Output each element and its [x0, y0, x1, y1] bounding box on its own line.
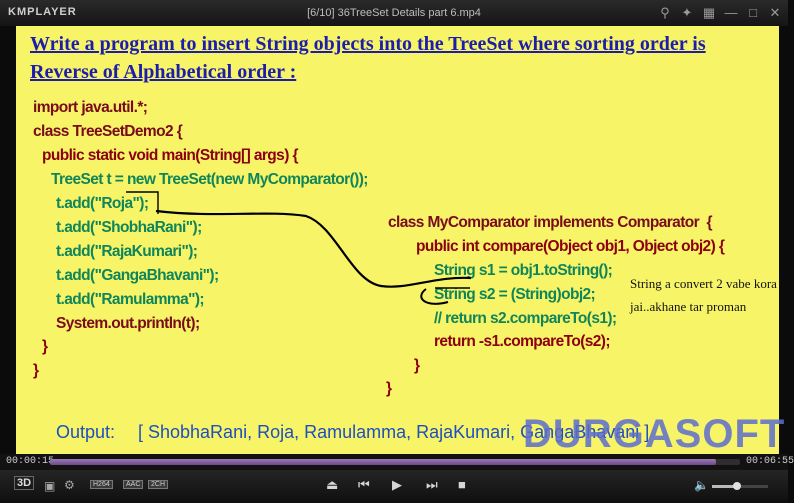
- stop-icon[interactable]: ■: [458, 477, 466, 492]
- skin-icon[interactable]: ▦: [702, 5, 716, 20]
- elapsed-time: 00:00:15: [6, 456, 55, 467]
- code-line: import java.util.*;: [33, 99, 148, 116]
- code-line: System.out.println(t);: [56, 315, 200, 332]
- output-label: Output:: [56, 422, 116, 442]
- code-line: // return s2.compareTo(s1);: [434, 310, 617, 327]
- maximize-icon[interactable]: □: [749, 5, 757, 20]
- video-frame[interactable]: Write a program to insert String objects…: [16, 26, 784, 456]
- settings-icon[interactable]: ⚙: [64, 478, 75, 492]
- search-icon[interactable]: ⚲: [660, 5, 670, 20]
- code-line: t.add("Ramulamma");: [56, 291, 205, 308]
- code-line: }: [42, 338, 48, 355]
- code-line: }: [414, 357, 420, 374]
- minimize-icon[interactable]: —: [724, 5, 738, 20]
- eject-icon[interactable]: ⏏: [326, 477, 339, 492]
- volume-slider[interactable]: [712, 482, 768, 490]
- seek-bar[interactable]: [50, 459, 740, 465]
- seek-bar-fill: [50, 459, 716, 465]
- channels-badge: 2CH: [148, 480, 169, 489]
- next-icon[interactable]: ⏭: [426, 477, 438, 492]
- code-line: String s1 = obj1.toString();: [434, 262, 613, 279]
- code-line: class TreeSetDemo2 {: [33, 123, 183, 140]
- previous-icon[interactable]: ⏮: [358, 477, 370, 492]
- slide-heading: Write a program to insert String objects…: [30, 30, 706, 86]
- code-line: TreeSet t = new TreeSet(new MyComparator…: [51, 171, 368, 188]
- close-icon[interactable]: ✕: [769, 5, 781, 20]
- code-line: return -s1.compareTo(s2);: [434, 333, 611, 350]
- code-line: class MyComparator implements Comparator…: [388, 214, 713, 231]
- screen-icon[interactable]: ▣: [44, 479, 56, 493]
- pin-icon[interactable]: ✦: [681, 5, 693, 20]
- code-line: public static void main(String[] args) {: [42, 147, 299, 164]
- seek-row: 00:00:15 00:06:55: [0, 454, 794, 470]
- code-line: t.add("Roja");: [56, 195, 149, 212]
- control-bar: 3D ▣ ⚙ H264 AAC 2CH ⏏ ⏮ ▶ ⏭ ■ 🔈: [0, 470, 788, 503]
- title-bar: KMPLAYER [6/10] 36TreeSet Details part 6…: [0, 0, 788, 26]
- code-line: t.add("ShobhaRani");: [56, 219, 202, 236]
- 3d-mode-button[interactable]: 3D: [14, 476, 35, 490]
- code-line: public int compare(Object obj1, Object o…: [416, 238, 725, 255]
- speaker-icon[interactable]: 🔈: [694, 478, 709, 492]
- title-bar-controls: ⚲ ✦ ▦ — □ ✕: [656, 4, 784, 22]
- output-value: [ ShobhaRani, Roja, Ramulamma, RajaKumar…: [138, 422, 650, 442]
- code-line: }: [33, 362, 39, 379]
- code-line: t.add("GangaBhavani");: [56, 267, 219, 284]
- window-title: [6/10] 36TreeSet Details part 6.mp4: [307, 7, 481, 19]
- pen-annotation: [126, 191, 472, 305]
- slide-heading-line-1: Write a program to insert String objects…: [30, 33, 706, 55]
- total-time: 00:06:55: [746, 456, 794, 467]
- video-codec-badge: H264: [90, 480, 113, 489]
- app-logo[interactable]: KMPLAYER: [8, 6, 77, 18]
- audio-codec-badge: AAC: [123, 480, 144, 489]
- volume-knob[interactable]: [733, 482, 742, 490]
- handwritten-note: String a convert 2 vabe kora jai..akhane…: [630, 276, 777, 314]
- code-line: t.add("RajaKumari");: [56, 243, 198, 260]
- volume-fill: [712, 485, 738, 488]
- code-line: }: [386, 380, 392, 397]
- slide-heading-line-2: Reverse of Alphabetical order :: [30, 61, 297, 83]
- play-icon[interactable]: ▶: [392, 477, 402, 492]
- watermark: DURGASOFT: [523, 412, 786, 456]
- code-line: String s2 = (String)obj2;: [434, 286, 596, 303]
